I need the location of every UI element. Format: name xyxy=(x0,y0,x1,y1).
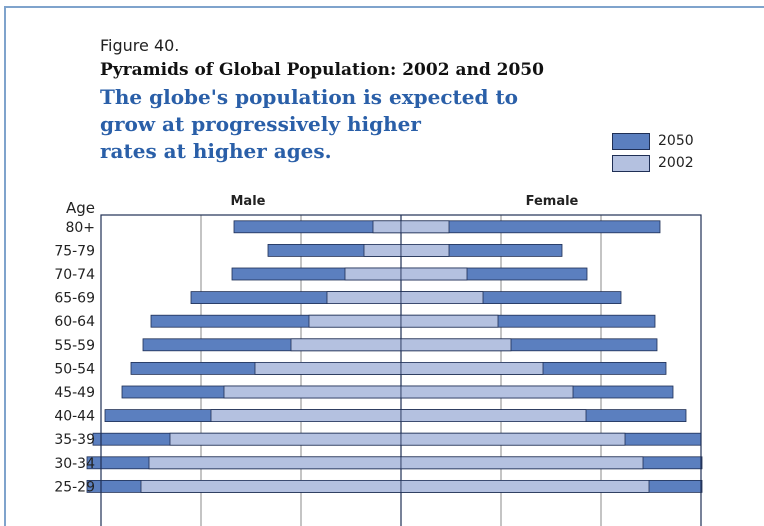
female-label: Female xyxy=(526,194,579,209)
bar-female-2002-75-79 xyxy=(400,243,450,257)
chart-legend: 2050 2002 xyxy=(612,130,694,174)
age-tick-label: 60-64 xyxy=(54,314,95,330)
bar-male-2002-25-29 xyxy=(140,479,402,493)
bar-female-2002-45-49 xyxy=(400,385,574,399)
bar-female-2002-35-39 xyxy=(400,432,626,446)
plot-frame xyxy=(100,214,702,526)
legend-item-2002: 2002 xyxy=(612,152,694,174)
age-tick-label: 65-69 xyxy=(54,291,95,307)
bar-female-2002-60-64 xyxy=(400,314,499,328)
bar-male-2002-80+ xyxy=(372,220,402,234)
age-tick-label: 45-49 xyxy=(54,385,95,401)
bar-female-2002-50-54 xyxy=(400,361,544,375)
legend-label-2050: 2050 xyxy=(658,133,694,149)
bar-female-2002-80+ xyxy=(400,220,450,234)
age-tick-label: 25-29 xyxy=(54,479,95,495)
age-tick-label: 50-54 xyxy=(54,361,95,377)
bar-male-2002-75-79 xyxy=(363,243,402,257)
bar-male-2002-50-54 xyxy=(254,361,402,375)
legend-swatch-2002 xyxy=(612,154,650,172)
age-tick-label: 40-44 xyxy=(54,409,95,425)
bar-male-2002-65-69 xyxy=(326,291,402,305)
age-tick-label: 75-79 xyxy=(54,243,95,259)
bar-male-2002-35-39 xyxy=(169,432,402,446)
bar-female-2002-55-59 xyxy=(400,338,512,352)
bar-male-2002-45-49 xyxy=(223,385,402,399)
legend-item-2050: 2050 xyxy=(612,130,694,152)
legend-swatch-2050 xyxy=(612,132,650,150)
bar-female-2002-70-74 xyxy=(400,267,468,281)
age-tick-label: 55-59 xyxy=(54,338,95,354)
age-tick-label: 35-39 xyxy=(54,432,95,448)
age-tick-label: 80+ xyxy=(65,220,95,236)
figure-frame xyxy=(4,6,764,526)
legend-label-2002: 2002 xyxy=(658,155,694,171)
population-pyramid-chart: Age Male Female 80+ 75-79 70-74 65-69 60-64 5… xyxy=(54,194,703,526)
figure-number: Figure 40. xyxy=(100,36,180,55)
figure-title: Pyramids of Global Population: 2002 and … xyxy=(100,60,544,80)
bar-male-2002-60-64 xyxy=(308,314,402,328)
age-tick-label: 70-74 xyxy=(54,267,95,283)
bar-male-2002-40-44 xyxy=(210,409,402,423)
bar-male-2002-30-34 xyxy=(148,456,402,470)
figure-subtitle: The globe's population is expected to gr… xyxy=(100,85,519,163)
bar-female-2002-40-44 xyxy=(400,409,587,423)
male-label: Male xyxy=(231,194,266,209)
age-tick-label: 30-34 xyxy=(54,456,95,472)
bar-female-2002-25-29 xyxy=(400,479,650,493)
bar-female-2002-65-69 xyxy=(400,291,484,305)
bar-male-2002-55-59 xyxy=(290,338,402,352)
bar-male-2002-70-74 xyxy=(344,267,402,281)
age-axis-title: Age xyxy=(66,199,95,217)
bar-female-2002-30-34 xyxy=(400,456,644,470)
